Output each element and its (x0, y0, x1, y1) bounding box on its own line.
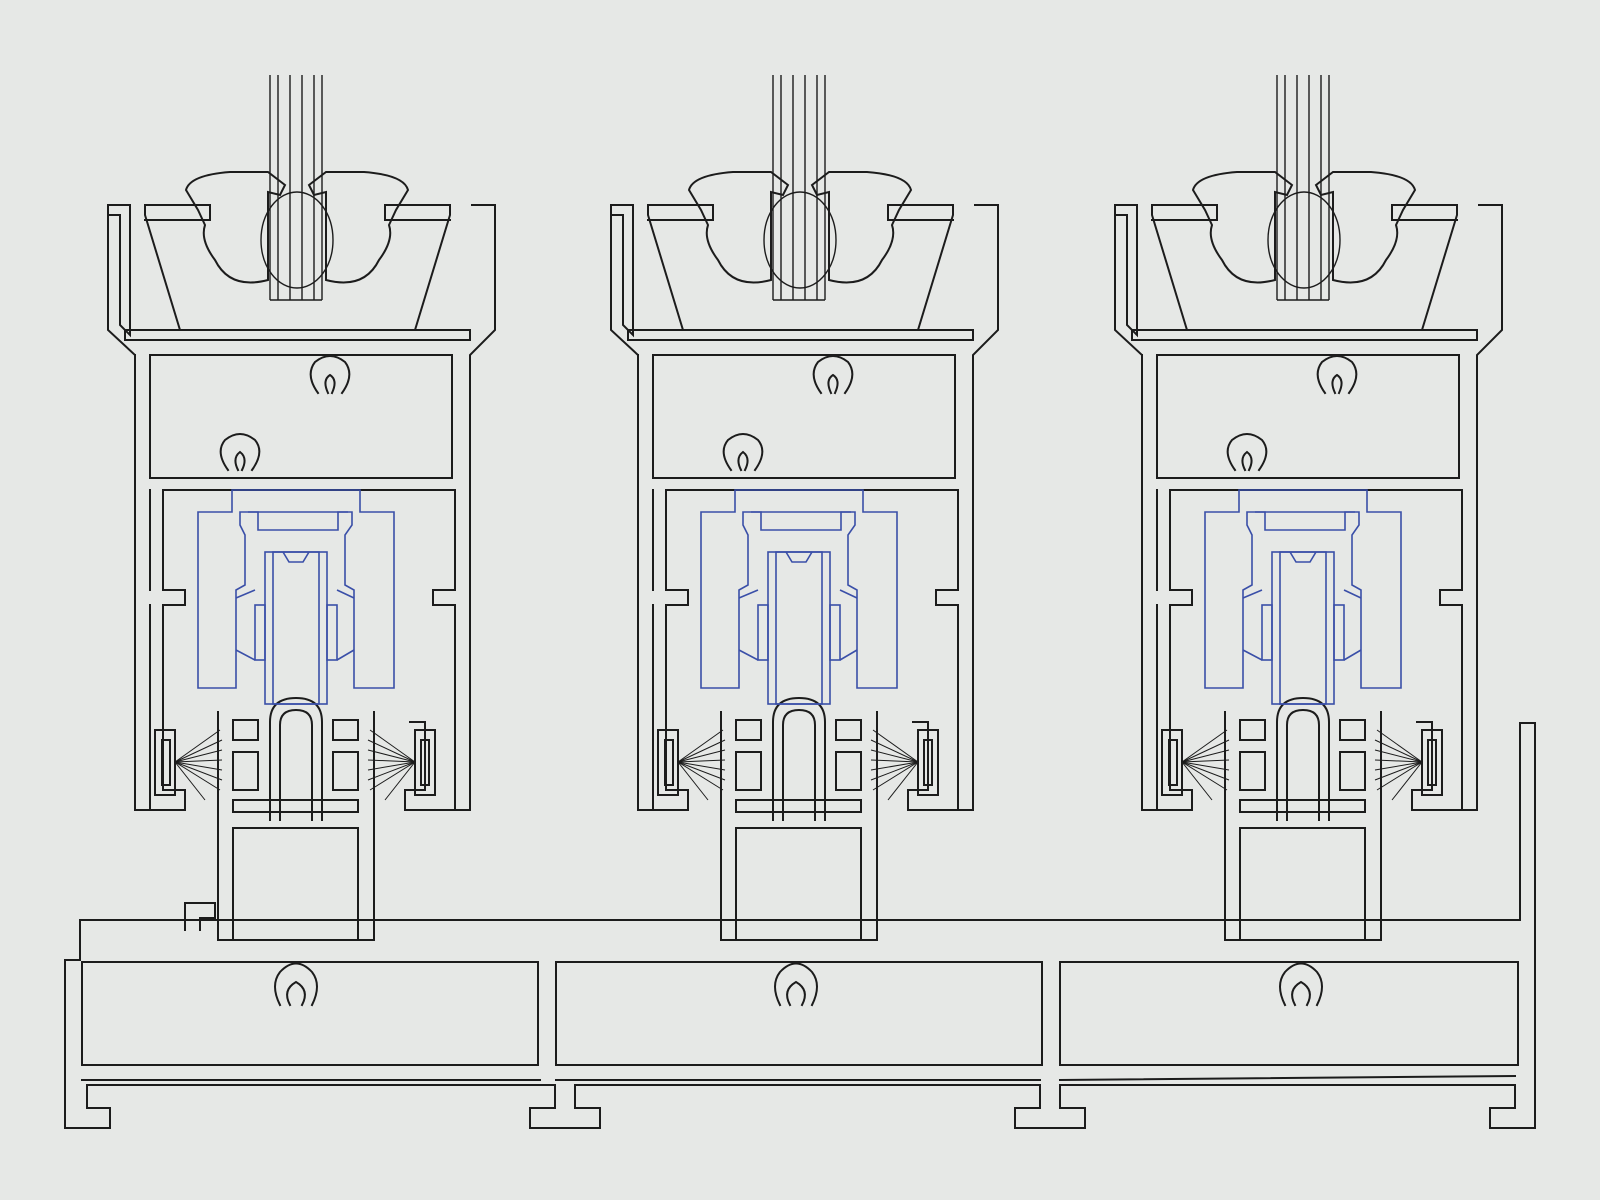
bottom-track-frame (64, 722, 1536, 1129)
sash-right (1114, 74, 1503, 941)
track-left-hook (184, 902, 216, 931)
sash-left (107, 74, 496, 941)
track-lower-web (81, 1074, 1517, 1082)
track-screw-port-right (1279, 962, 1323, 1007)
track-screw-port-left (274, 962, 318, 1007)
track-chamber-right (1059, 961, 1519, 1066)
track-chamber-middle (555, 961, 1043, 1066)
sash-middle (610, 74, 999, 941)
track-screw-port-middle (774, 962, 818, 1007)
track-outer-outline (64, 722, 1536, 1129)
track-chamber-left (81, 961, 539, 1066)
